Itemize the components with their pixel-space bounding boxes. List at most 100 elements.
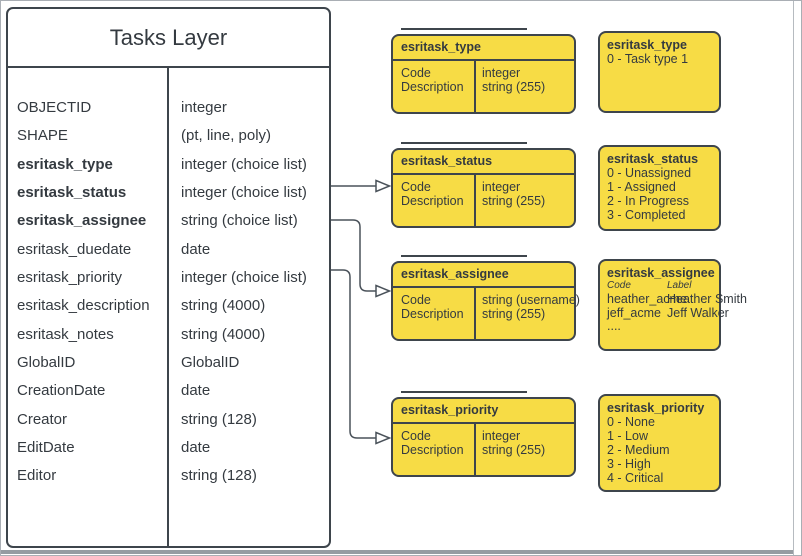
field-name: esritask_duedate [17, 240, 132, 258]
schema-field-names: Code Description [401, 293, 464, 321]
field-type: string (128) [181, 410, 257, 428]
schema-divider [474, 175, 476, 226]
page-edge-bottom [1, 550, 794, 554]
schema-field-names: Code Description [401, 429, 464, 457]
schema-divider [474, 61, 476, 112]
field-row: CreationDate date [8, 377, 329, 405]
field-row: SHAPE (pt, line, poly) [8, 122, 329, 150]
value-line: 1 - Low [607, 429, 648, 443]
code-column-header: Code [607, 280, 631, 291]
connector-status [331, 179, 392, 193]
value-line: 3 - High [607, 457, 651, 471]
schema-box-status: esritask_status Code Description integer… [391, 148, 576, 228]
value-line: 0 - Unassigned [607, 166, 692, 180]
code-type: integer [482, 180, 521, 194]
value-code: jeff_acme [607, 306, 661, 320]
label-column-header: Label [667, 280, 692, 291]
field-type: string (4000) [181, 297, 266, 315]
schema-divider [474, 424, 476, 475]
field-name: Editor [17, 467, 57, 485]
box-top-line [401, 142, 527, 144]
field-type: integer (choice list) [181, 184, 307, 202]
schema-field-names: Code Description [401, 180, 464, 208]
field-type: integer [181, 99, 227, 116]
value-line: 0 - Task type 1 [607, 52, 689, 66]
code-type: string (username) [482, 293, 580, 307]
values-box-title: esritask_status [607, 152, 699, 166]
connector-assignee [331, 219, 392, 298]
values-box-assignee: esritask_assignee Code Label heather_acm… [598, 259, 747, 351]
field-name: EditDate [17, 439, 75, 457]
field-name: esritask_assignee [17, 212, 147, 230]
field-type: integer (choice list) [181, 269, 307, 287]
field-row: esritask_duedate date [8, 236, 329, 264]
tasks-layer-title: Tasks Layer [8, 9, 329, 68]
field-rows: OBJECTID integer SHAPE (pt, line, poly) … [8, 94, 329, 491]
field-type: date [181, 439, 211, 457]
field-type: date [181, 382, 211, 400]
schema-box-body: Code Description integer string (255) [393, 424, 574, 475]
value-line: 1 - Assigned [607, 180, 676, 194]
field-name: esritask_status [17, 184, 127, 202]
code-label: Code [401, 293, 431, 307]
field-row: OBJECTID integer [8, 94, 329, 122]
field-type: string (128) [181, 467, 257, 485]
values-box-type: esritask_type 0 - Task type 1 [598, 31, 721, 113]
field-name: GlobalID [17, 354, 76, 372]
code-label: Code [401, 180, 431, 194]
description-label: Description [401, 306, 464, 321]
field-row: Creator string (128) [8, 406, 329, 434]
field-row: Editor string (128) [8, 462, 329, 490]
field-type: string (4000) [181, 325, 266, 343]
description-type: string (255) [482, 306, 546, 321]
field-type: integer (choice list) [181, 155, 307, 173]
values-ellipsis: .... [607, 319, 621, 333]
schema-field-types: integer string (255) [482, 66, 546, 94]
schema-box-priority: esritask_priority Code Description integ… [391, 397, 576, 477]
code-label: Code [401, 66, 431, 80]
field-type: (pt, line, poly) [181, 127, 272, 145]
values-list: heather_acme Heather Smith jeff_acme Jef… [607, 292, 747, 320]
page-edge-right [793, 1, 794, 555]
field-row: esritask_status integer (choice list) [8, 179, 329, 207]
schema-box-body: Code Description string (username) strin… [393, 288, 580, 339]
schema-box-title: esritask_priority [393, 399, 574, 424]
field-name: CreationDate [17, 382, 106, 400]
schema-box-title: esritask_status [393, 150, 574, 175]
value-row: jeff_acme Jeff Walker [607, 306, 729, 320]
schema-field-types: integer string (255) [482, 180, 545, 208]
box-top-line [401, 391, 527, 393]
value-line: 3 - Completed [607, 208, 686, 222]
connector-priority [331, 269, 392, 445]
field-name: esritask_priority [17, 269, 123, 287]
field-row: EditDate date [8, 434, 329, 462]
field-type: date [181, 240, 211, 258]
field-name: esritask_description [17, 297, 150, 315]
value-line: 2 - In Progress [607, 194, 689, 208]
description-type: string (255) [482, 442, 546, 457]
value-label: Heather Smith [667, 292, 747, 306]
schema-box-title: esritask_assignee [393, 263, 574, 288]
value-row: heather_acme Heather Smith [607, 292, 747, 306]
field-row: esritask_assignee string (choice list) [8, 207, 329, 235]
value-label: Jeff Walker [667, 306, 729, 320]
value-line: 0 - None [607, 415, 655, 429]
schema-field-types: integer string (255) [482, 429, 546, 457]
box-top-line [401, 255, 527, 257]
field-row: esritask_notes string (4000) [8, 321, 329, 349]
description-label: Description [401, 442, 464, 457]
schema-box-body: Code Description integer string (255) [393, 61, 574, 112]
values-list: 0 - Task type 1 [607, 52, 712, 66]
description-label: Description [401, 193, 464, 208]
code-label: Code [401, 429, 431, 443]
field-name: OBJECTID [17, 99, 92, 116]
field-name: esritask_notes [17, 325, 114, 343]
code-type: integer [482, 66, 521, 80]
description-type: string (255) [482, 79, 546, 94]
schema-field-names: Code Description [401, 66, 464, 94]
column-divider [167, 68, 169, 546]
schema-box-body: Code Description integer string (255) [393, 175, 574, 226]
